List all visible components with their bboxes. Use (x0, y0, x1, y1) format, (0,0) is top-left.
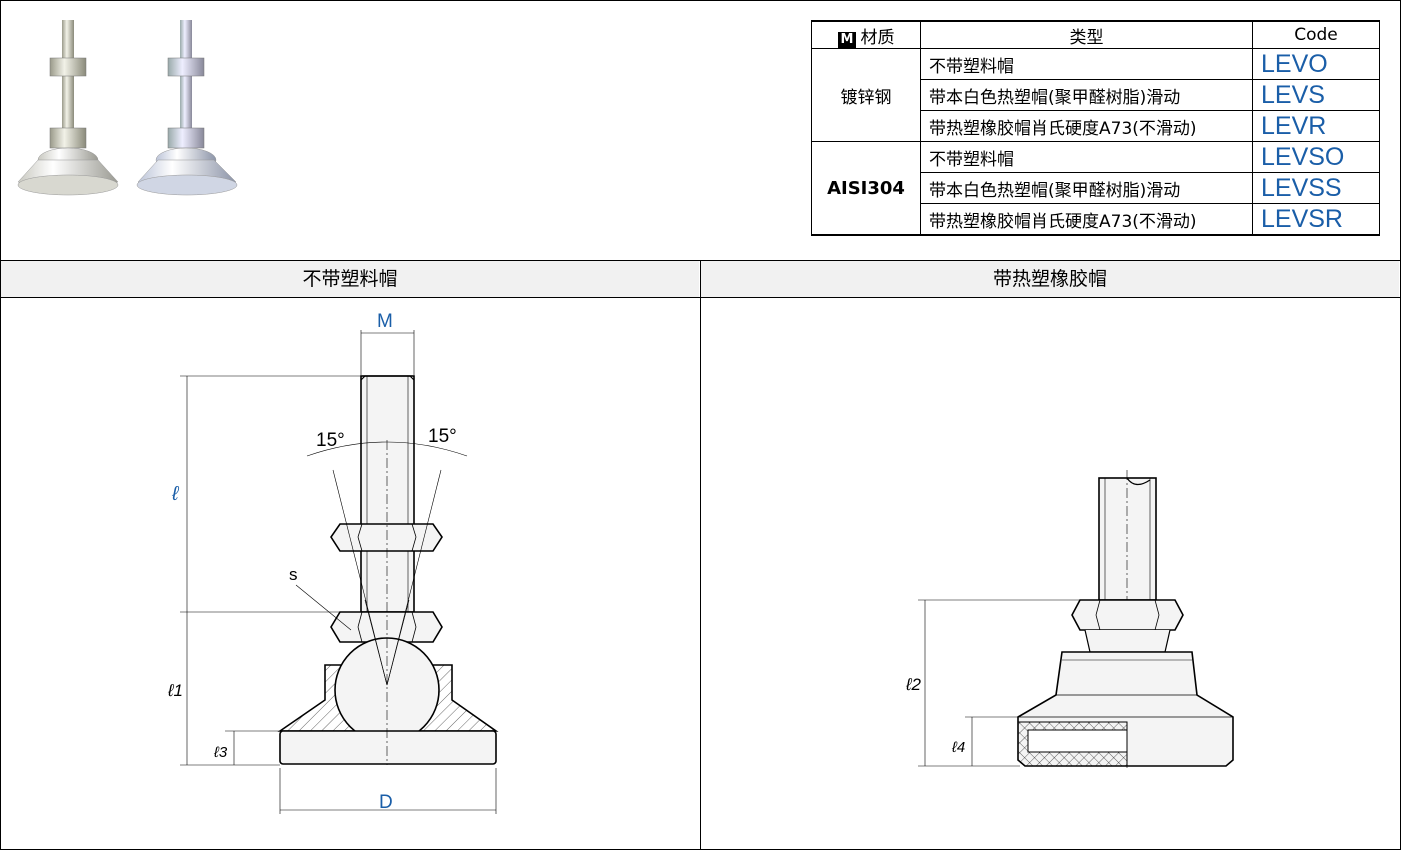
code-link[interactable]: LEVSR (1252, 203, 1380, 236)
label-l4: ℓ4 (951, 739, 965, 756)
table-row: AISI304 不带塑料帽 LEVSO (811, 141, 1380, 236)
drawing-with-rubber-cap: ℓ2 ℓ4 (905, 470, 1234, 770)
label-angle-right: 15° (428, 426, 457, 447)
type-cell: 带本白色热塑帽(聚甲醛树脂)滑动 (920, 79, 1253, 111)
label-l3: ℓ3 (213, 744, 228, 761)
material-cell: 镀锌钢 (811, 48, 921, 142)
code-link[interactable]: LEVSO (1252, 141, 1380, 173)
table-row: 带本白色热塑帽(聚甲醛树脂)滑动 LEVS (812, 79, 1380, 111)
divider-middle (700, 260, 701, 850)
type-cell: 带热塑橡胶帽肖氏硬度A73(不滑动) (920, 110, 1253, 142)
col-type: 类型 (920, 20, 1253, 49)
table-row: 带热塑橡胶帽肖氏硬度A73(不滑动) LEVR (812, 110, 1380, 142)
type-cell: 带本白色热塑帽(聚甲醛树脂)滑动 (920, 172, 1253, 204)
label-angle-left: 15° (316, 430, 345, 451)
label-D: D (379, 792, 393, 813)
table-row: 镀锌钢 不带塑料帽 LEVO (811, 48, 1380, 142)
label-l2: ℓ2 (905, 675, 921, 694)
label-l1: ℓ1 (167, 681, 183, 700)
type-cell: 带热塑橡胶帽肖氏硬度A73(不滑动) (920, 203, 1253, 236)
left-drawing-lines (180, 330, 499, 814)
drawing-without-cap: M ℓ 15° 15° s ℓ1 ℓ3 D (167, 311, 499, 814)
material-icon: M (837, 31, 857, 48)
table-row: 带本白色热塑帽(聚甲醛树脂)滑动 LEVSS (812, 172, 1380, 204)
label-s: s (289, 565, 298, 584)
label-l: ℓ (171, 483, 180, 505)
col-code: Code (1252, 20, 1380, 49)
material-cell: AISI304 (811, 141, 921, 236)
section-title-no-cap: 不带塑料帽 (1, 261, 699, 297)
leveling-foot-galvanized (17, 20, 119, 196)
label-M: M (377, 311, 393, 332)
code-link[interactable]: LEVSS (1252, 172, 1380, 204)
product-photo (17, 20, 238, 196)
code-link[interactable]: LEVO (1252, 48, 1380, 80)
code-link[interactable]: LEVR (1252, 110, 1380, 142)
code-link[interactable]: LEVS (1252, 79, 1380, 111)
leveling-foot-stainless (136, 20, 238, 196)
table-row: 带热塑橡胶帽肖氏硬度A73(不滑动) LEVSR (812, 203, 1380, 236)
right-drawing-lines (918, 470, 1234, 770)
type-cell: 不带塑料帽 (920, 48, 1253, 80)
section-title-rubber-cap: 带热塑橡胶帽 (701, 261, 1399, 297)
type-cell: 不带塑料帽 (920, 141, 1253, 173)
